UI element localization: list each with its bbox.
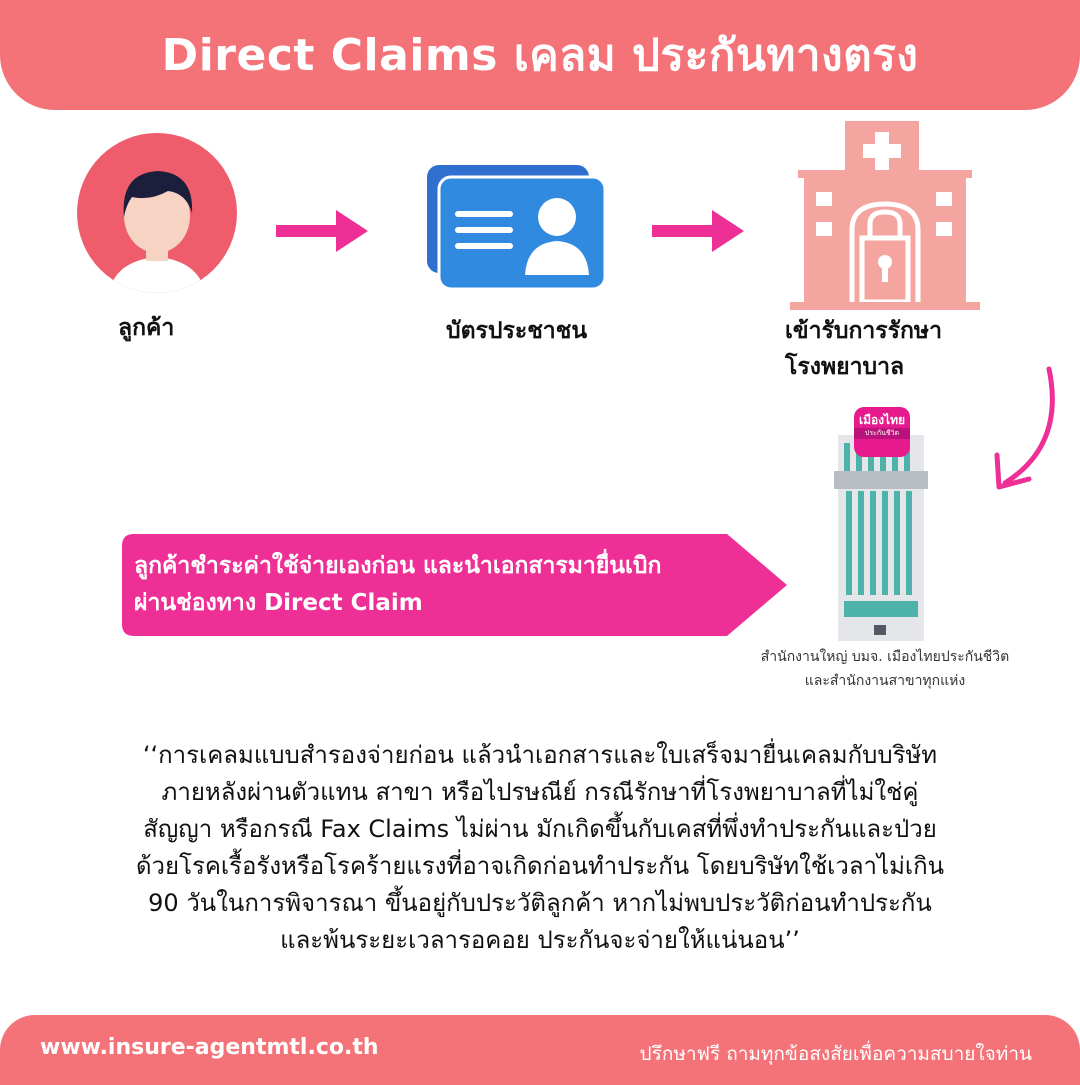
hq-logo-line1: เมืองไทย xyxy=(858,413,906,427)
customer-avatar-icon xyxy=(77,133,237,293)
direct-claim-banner: ลูกค้าชำระค่าใช้จ่ายเองก่อน และนำเอกสารม… xyxy=(122,534,787,636)
quote-line: ‘‘การเคลมแบบสำรองจ่ายก่อน แล้วนำเอกสารแล… xyxy=(142,741,938,769)
arrow-right-icon xyxy=(276,210,368,252)
banner-shape xyxy=(122,534,787,636)
quote-line: ด้วยโรคเรื้อรังหรือโรคร้ายแรงที่อาจเกิดก… xyxy=(135,852,945,880)
hq-caption-line1: สำนักงานใหญ่ บมจ. เมืองไทยประกันชีวิต xyxy=(760,649,1010,665)
hospital-icon xyxy=(790,121,980,310)
hq-caption: สำนักงานใหญ่ บมจ. เมืองไทยประกันชีวิต แล… xyxy=(720,645,1050,693)
hq-caption-line2: และสำนักงานสาขาทุกแห่ง xyxy=(804,673,966,689)
hq-logo: เมืองไทย ประกันชีวิต xyxy=(854,412,910,439)
id-card-icon xyxy=(427,165,607,291)
footer-tagline: ปรึกษาฟรี ถามทุกข้อสงสัยเพื่อความสบายใจท… xyxy=(639,1043,1032,1065)
hq-building-icon xyxy=(834,407,928,641)
quote-line: ภายหลังผ่านตัวแทน สาขา หรือไปรษณีย์ กรณี… xyxy=(161,778,919,806)
quote-line: และพ้นระยะเวลารอคอย ประกันจะจ่ายให้แน่นอ… xyxy=(280,926,800,954)
step-hospital-line1: เข้ารับการรักษา xyxy=(785,318,943,344)
quote-paragraph: ‘‘การเคลมแบบสำรองจ่ายก่อน แล้วนำเอกสารแล… xyxy=(60,737,1020,959)
page-title: Direct Claims เคลม ประกันทางตรง xyxy=(161,30,919,81)
step-hospital-line2: โรงพยาบาล xyxy=(785,354,905,380)
quote-line: สัญญา หรือกรณี Fax Claims ไม่ผ่าน มักเกิ… xyxy=(143,815,937,843)
banner-text: ลูกค้าชำระค่าใช้จ่ายเองก่อน และนำเอกสารม… xyxy=(134,548,661,622)
step-idcard-label: บัตรประชาชน xyxy=(446,318,588,344)
header-banner: Direct Claims เคลม ประกันทางตรง xyxy=(0,0,1080,110)
step-customer-label: ลูกค้า xyxy=(118,315,175,341)
arrow-right-icon xyxy=(652,210,744,252)
website-link[interactable]: www.insure-agentmtl.co.th xyxy=(40,1035,379,1060)
curved-arrow-icon xyxy=(994,366,1055,490)
footer-bar: www.insure-agentmtl.co.th ปรึกษาฟรี ถามท… xyxy=(0,1015,1080,1085)
banner-line1: ลูกค้าชำระค่าใช้จ่ายเองก่อน และนำเอกสารม… xyxy=(134,553,662,579)
banner-line2: ผ่านช่องทาง Direct Claim xyxy=(134,590,423,616)
quote-line: 90 วันในการพิจารณา ขึ้นอยู่กับประวัติลูก… xyxy=(148,889,932,917)
hq-logo-line2: ประกันชีวิต xyxy=(854,428,910,439)
step-hospital-label: เข้ารับการรักษา โรงพยาบาล xyxy=(785,313,942,385)
